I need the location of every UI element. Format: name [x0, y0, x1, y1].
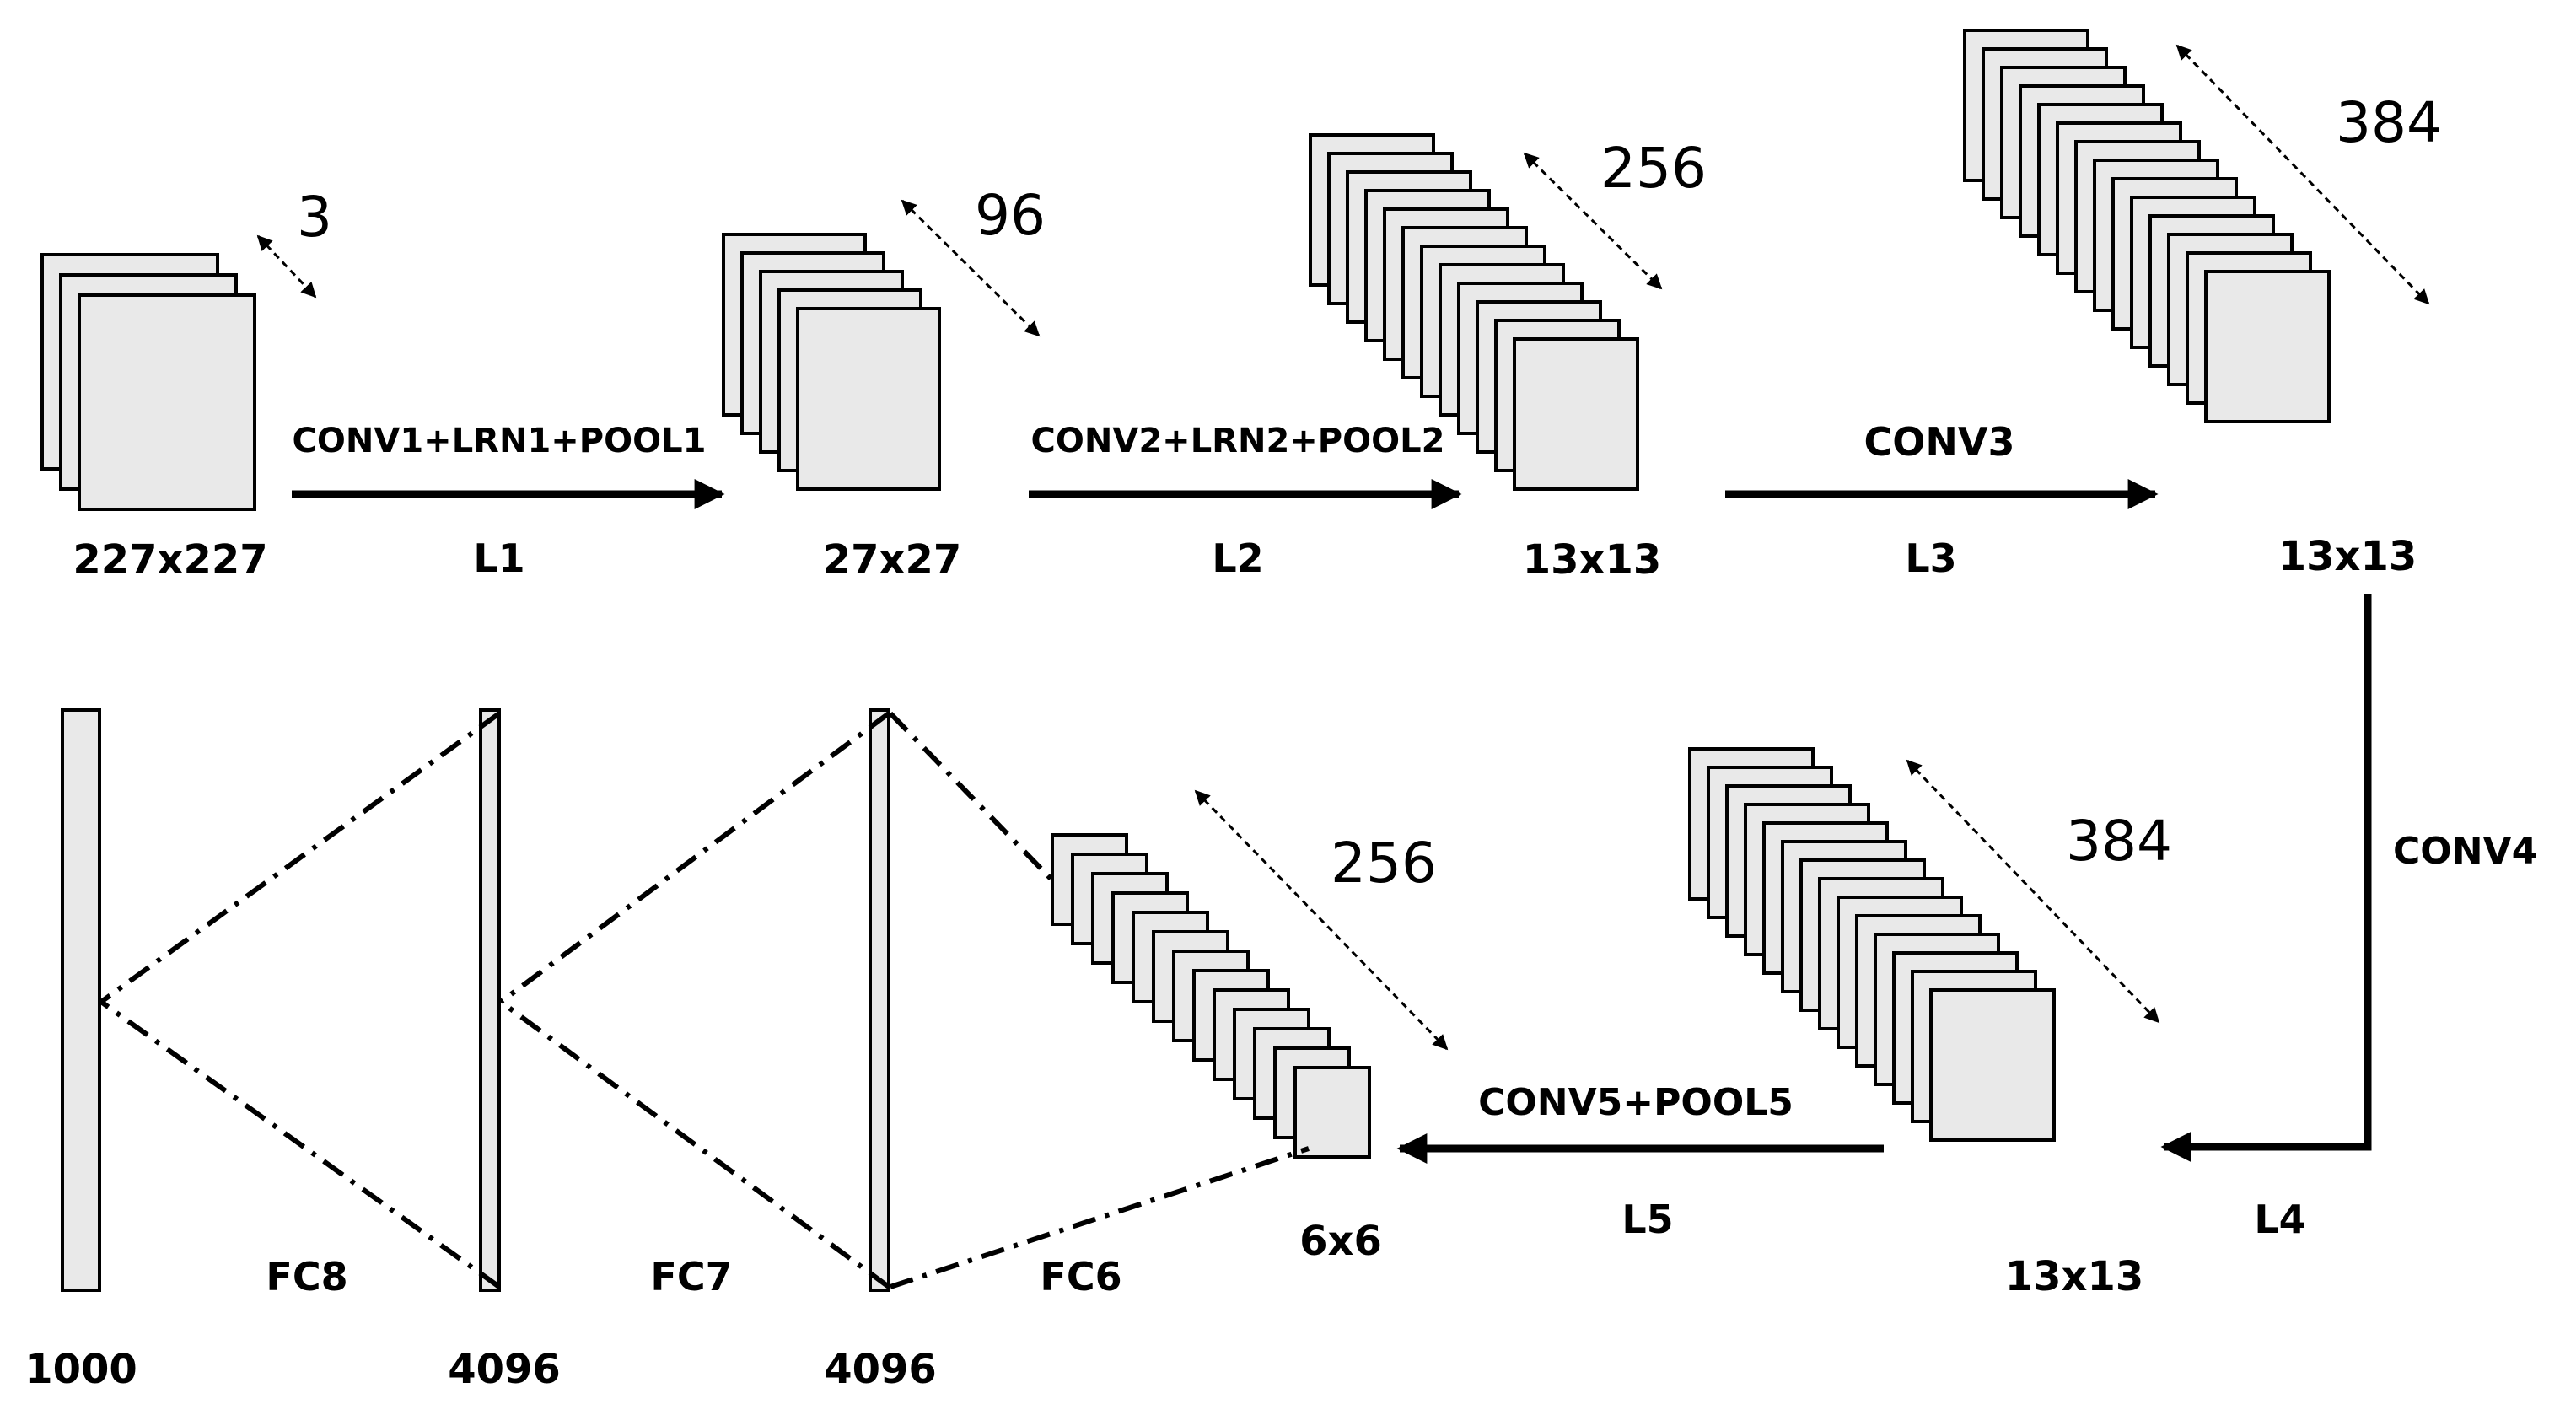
fc8-output-bar: [61, 708, 101, 1292]
fc6-units-label: 4096: [824, 1346, 937, 1393]
feature-map-plate: [1929, 988, 2056, 1142]
fc7-link-top: [499, 711, 890, 1004]
fc6-label: FC6: [1040, 1254, 1121, 1299]
fc7-units-label: 4096: [448, 1346, 561, 1393]
fc7-label: FC7: [650, 1254, 732, 1299]
l3-depth-arrow: [2175, 44, 2430, 305]
l1-depth-arrow: [901, 199, 1041, 337]
l4-channels-label: 384: [2066, 809, 2172, 874]
input-size-label: 227x227: [73, 536, 267, 584]
l5-depth-arrow: [1194, 789, 1449, 1051]
l2-operation-label: CONV2+LRN2+POOL2: [1031, 422, 1445, 460]
fc8-label: FC8: [266, 1254, 347, 1299]
feature-map-plate: [78, 293, 256, 511]
fc7-bar: [479, 708, 501, 1292]
l2-feature-map-stack: [1309, 133, 1639, 491]
l4-size-label: 13x13: [2005, 1253, 2144, 1300]
l4-name-label: L4: [2254, 1197, 2305, 1242]
l4-operation-label: CONV4: [2393, 830, 2537, 873]
feature-map-plate: [1293, 1066, 1371, 1159]
l2-name-label: L2: [1212, 535, 1263, 581]
l5-feature-map-stack: [1051, 833, 1371, 1159]
l4-flow-arrow: [2160, 594, 2372, 1162]
l5-operation-label: CONV5+POOL5: [1478, 1081, 1794, 1124]
feature-map-plate: [1513, 337, 1639, 491]
l1-feature-map-stack: [722, 233, 941, 491]
l1-size-label: 27x27: [823, 536, 962, 584]
l2-channels-label: 256: [1600, 136, 1707, 201]
l3-channels-label: 384: [2336, 90, 2442, 155]
fc8-link-top: [99, 711, 501, 1004]
feature-map-plate: [796, 307, 941, 491]
feature-map-plate: [2204, 270, 2331, 423]
input-depth-arrow: [256, 234, 317, 299]
l5-channels-label: 256: [1331, 831, 1437, 896]
l1-operation-label: CONV1+LRN1+POOL1: [293, 422, 707, 460]
l3-name-label: L3: [1905, 535, 1956, 581]
input-feature-map-stack: [40, 253, 256, 511]
l5-name-label: L5: [1621, 1197, 1673, 1242]
input-channels-label: 3: [297, 185, 332, 250]
fc8-link-bottom: [99, 999, 501, 1289]
l5-size-label: 6x6: [1299, 1218, 1382, 1265]
fc7-link-bottom: [499, 999, 890, 1289]
l3-feature-map-stack: [1963, 29, 2331, 423]
l4-depth-arrow: [1906, 759, 2160, 1024]
l3-size-label: 13x13: [2278, 533, 2417, 580]
fc6-bar: [869, 708, 890, 1292]
fc8-units-label: 1000: [24, 1346, 137, 1393]
l3-operation-label: CONV3: [1864, 419, 2015, 465]
l1-name-label: L1: [473, 535, 524, 581]
l2-depth-arrow: [1523, 152, 1663, 290]
fc6-link-top: [888, 711, 1060, 888]
l2-size-label: 13x13: [1523, 536, 1662, 584]
l1-channels-label: 96: [975, 183, 1046, 248]
